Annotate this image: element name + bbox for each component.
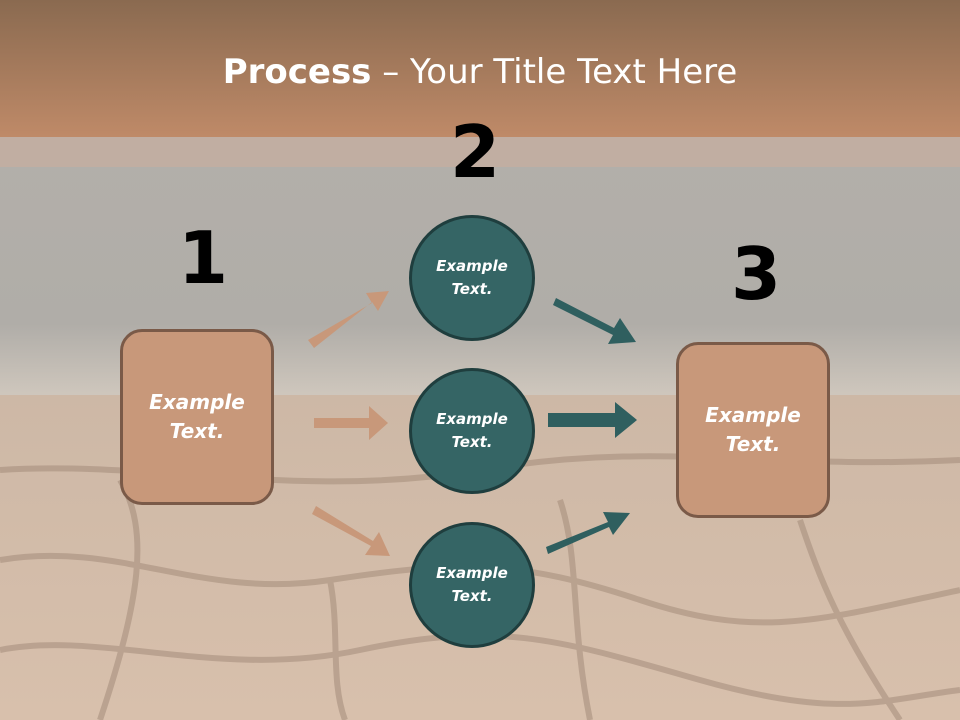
page-title: Process – Your Title Text Here <box>0 52 960 92</box>
arrow-right-up <box>553 298 636 344</box>
arrow-left-up <box>308 291 389 348</box>
arrow-left-mid <box>314 406 388 440</box>
step-box-right: Example Text. <box>676 342 830 518</box>
step-circle-middle: Example Text. <box>409 368 535 494</box>
step-circle-top-text: Example Text. <box>436 257 508 298</box>
title-bold: Process <box>222 52 372 92</box>
step-number-1: 1 <box>178 216 229 300</box>
step-box-left: Example Text. <box>120 329 274 505</box>
arrow-right-down <box>546 512 630 554</box>
step-circle-bottom-text: Example Text. <box>436 564 508 605</box>
title-rest: – Your Title Text Here <box>371 52 738 92</box>
arrow-left-down <box>312 506 390 556</box>
step-circle-middle-text: Example Text. <box>436 410 508 451</box>
step-number-3: 3 <box>731 232 782 316</box>
step-circle-top: Example Text. <box>409 215 535 341</box>
step-box-right-text: Example Text. <box>705 403 801 456</box>
step-circle-bottom: Example Text. <box>409 522 535 648</box>
step-box-left-text: Example Text. <box>149 390 245 443</box>
arrow-right-mid <box>548 402 637 438</box>
title-bar <box>0 0 960 137</box>
step-number-2: 2 <box>450 110 501 194</box>
